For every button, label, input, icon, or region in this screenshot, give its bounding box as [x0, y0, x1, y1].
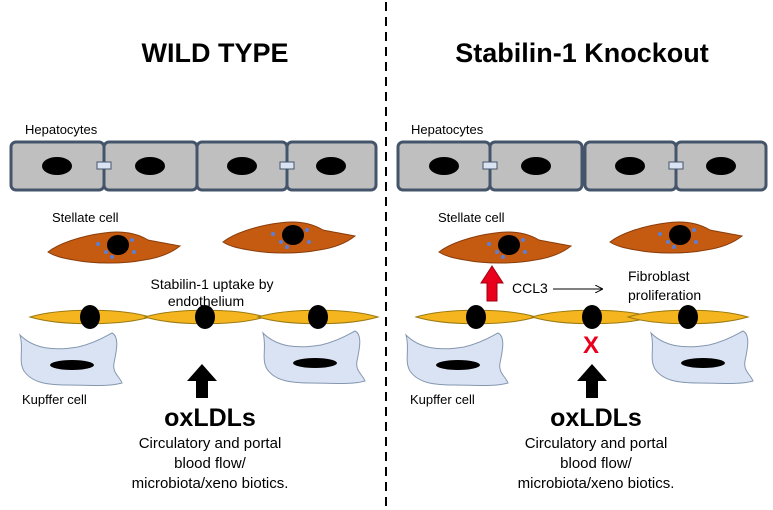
endothelial-cell: [627, 304, 749, 330]
fibroblast-label: Fibroblast: [628, 268, 690, 284]
source-line2: blood flow/: [174, 455, 246, 472]
left-title: WILD TYPE: [141, 38, 289, 68]
gap-junction: [668, 161, 684, 170]
source-line1: Circulatory and portal: [138, 435, 282, 452]
kupffer-label: Kupffer cell: [22, 392, 87, 407]
source-line3: microbiota/xeno biotics.: [517, 475, 675, 492]
hepatocytes-label: Hepatocytes: [25, 122, 98, 137]
stellate-label: Stellate cell: [52, 210, 119, 225]
right-title: Stabilin-1 Knockout: [455, 38, 709, 68]
oxldl-up-arrow: [187, 364, 217, 398]
gap-junction: [279, 161, 295, 170]
endothelial-cell: [29, 304, 151, 330]
blocked-uptake-x-mark: X: [582, 332, 600, 359]
oxldl-label: oxLDLs: [164, 404, 256, 432]
hepatocytes-label: Hepatocytes: [411, 122, 484, 137]
right-hepatocyte-row: [396, 140, 768, 192]
kupffer-label: Kupffer cell: [410, 392, 475, 407]
stellate-cell: [47, 231, 181, 264]
proliferation-label: proliferation: [628, 287, 702, 303]
gap-junction: [96, 161, 112, 170]
endothelial-cell: [257, 304, 379, 330]
left-hepatocyte-row: [9, 140, 378, 192]
ccl3-up-arrow: [480, 265, 504, 302]
endothelial-cell: [415, 304, 537, 330]
ccl3-label: CCL3: [512, 280, 548, 296]
source-line3: microbiota/xeno biotics.: [131, 475, 289, 492]
source-line1: Circulatory and portal: [524, 435, 668, 452]
stellate-label: Stellate cell: [438, 210, 505, 225]
kupffer-cell: [262, 330, 366, 384]
stellate-cell: [222, 221, 356, 254]
uptake-label-line2: endothelium: [167, 293, 245, 309]
oxldl-label: oxLDLs: [550, 404, 642, 432]
stellate-cell: [609, 221, 743, 254]
uptake-label: Stabilin-1 uptake by: [150, 276, 274, 292]
gap-junction: [482, 161, 498, 170]
source-line2: blood flow/: [560, 455, 632, 472]
stellate-cell: [438, 231, 572, 264]
kupffer-cell: [650, 330, 754, 384]
kupffer-cell: [19, 332, 123, 386]
kupffer-cell: [405, 332, 509, 386]
oxldl-up-arrow: [577, 364, 607, 398]
